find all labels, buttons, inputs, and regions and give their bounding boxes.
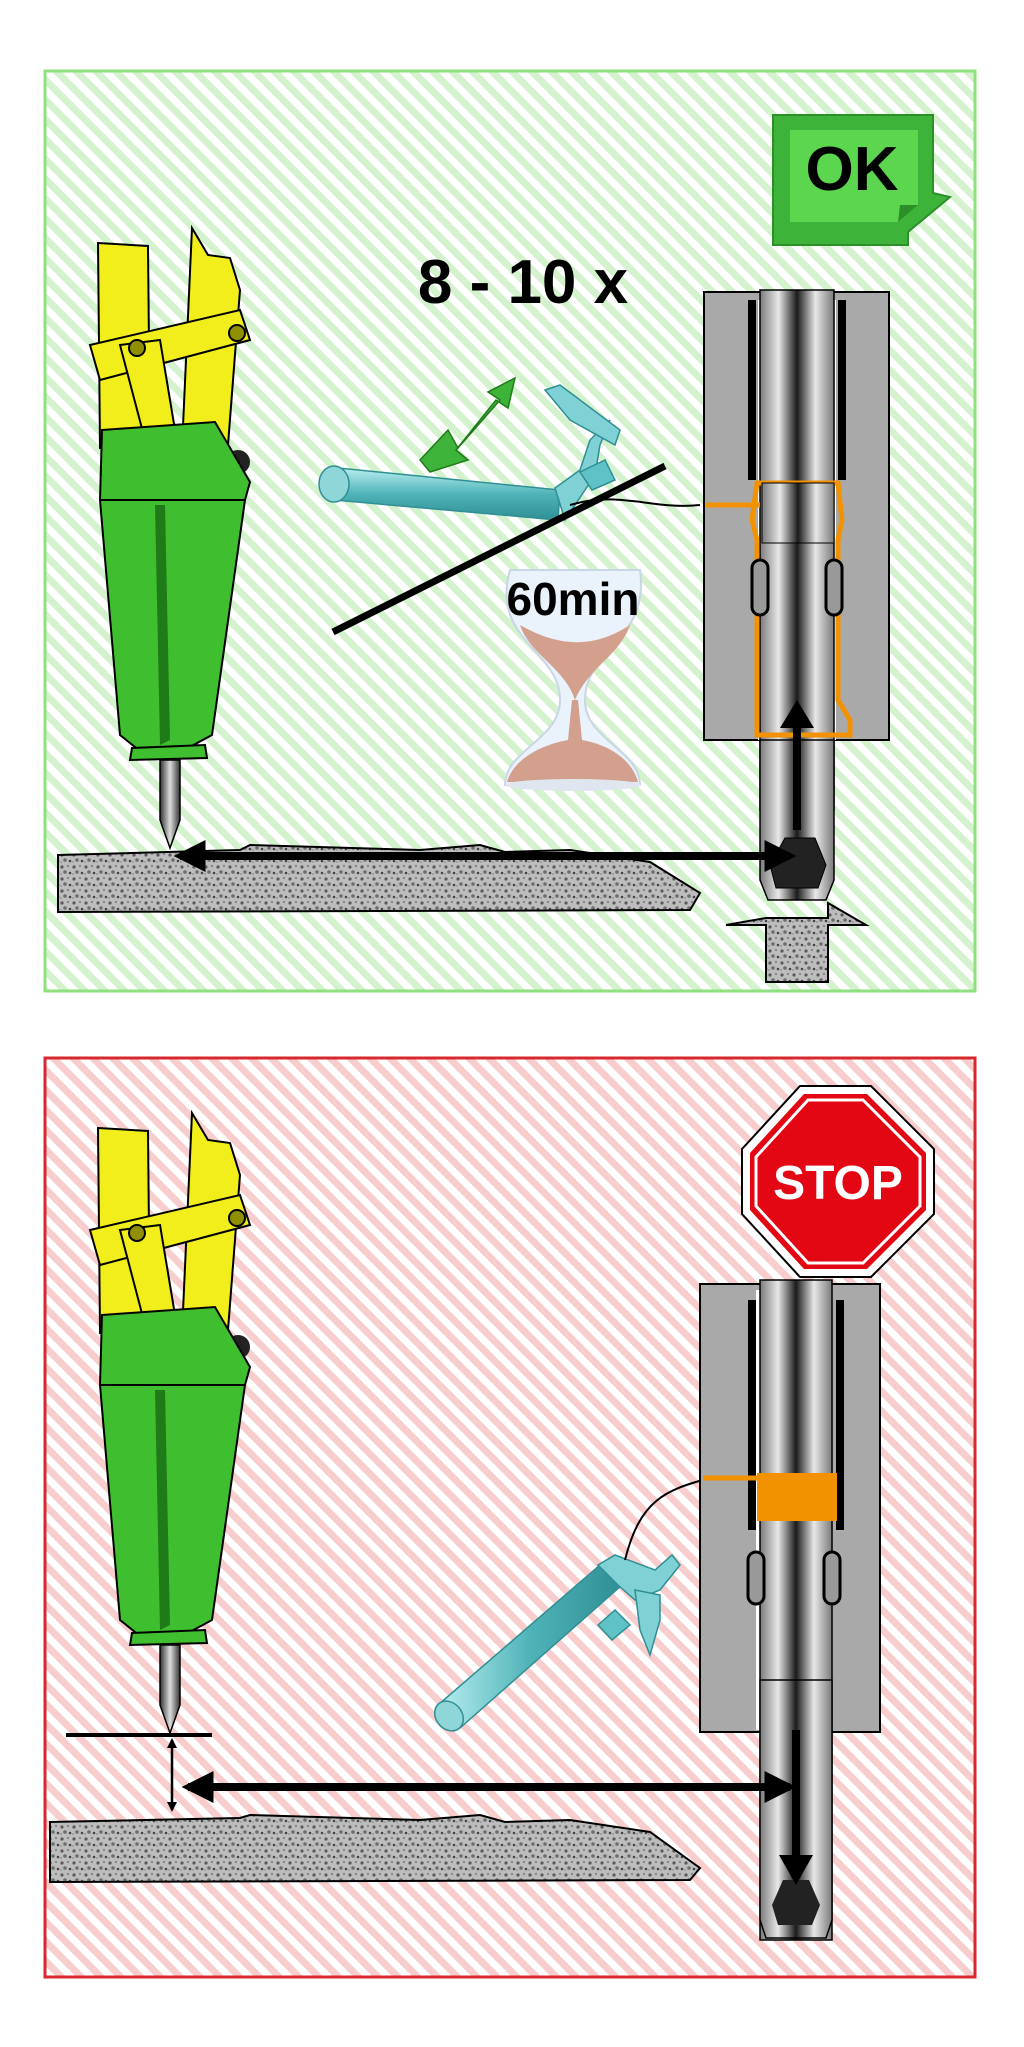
- grease-gun-icon: [318, 384, 701, 522]
- rock-surface-icon: [49, 1813, 702, 1884]
- chisel-bushing-section-icon: [699, 1279, 881, 1941]
- ok-sticker-icon: OK: [772, 114, 953, 246]
- stop-sign-icon: STOP: [741, 1085, 935, 1278]
- stop-panel: STOP: [43, 1056, 977, 1979]
- double-arrow-icon: [419, 376, 517, 473]
- ok-badge-text: OK: [806, 135, 899, 204]
- ok-panel: OK 8 - 10 x: [43, 69, 977, 993]
- grease-gun-icon: [433, 1477, 711, 1732]
- wait-time-text: 60min: [507, 573, 640, 625]
- gap-indicator: [66, 1733, 212, 1812]
- hydraulic-breaker-icon: [88, 224, 252, 851]
- hourglass-icon: [503, 569, 643, 791]
- hydraulic-breaker-icon: [88, 1109, 252, 1736]
- crossed-out-line: [331, 462, 667, 636]
- repetitions-text: 8 - 10 x: [418, 248, 629, 317]
- stop-badge-text: STOP: [773, 1157, 903, 1210]
